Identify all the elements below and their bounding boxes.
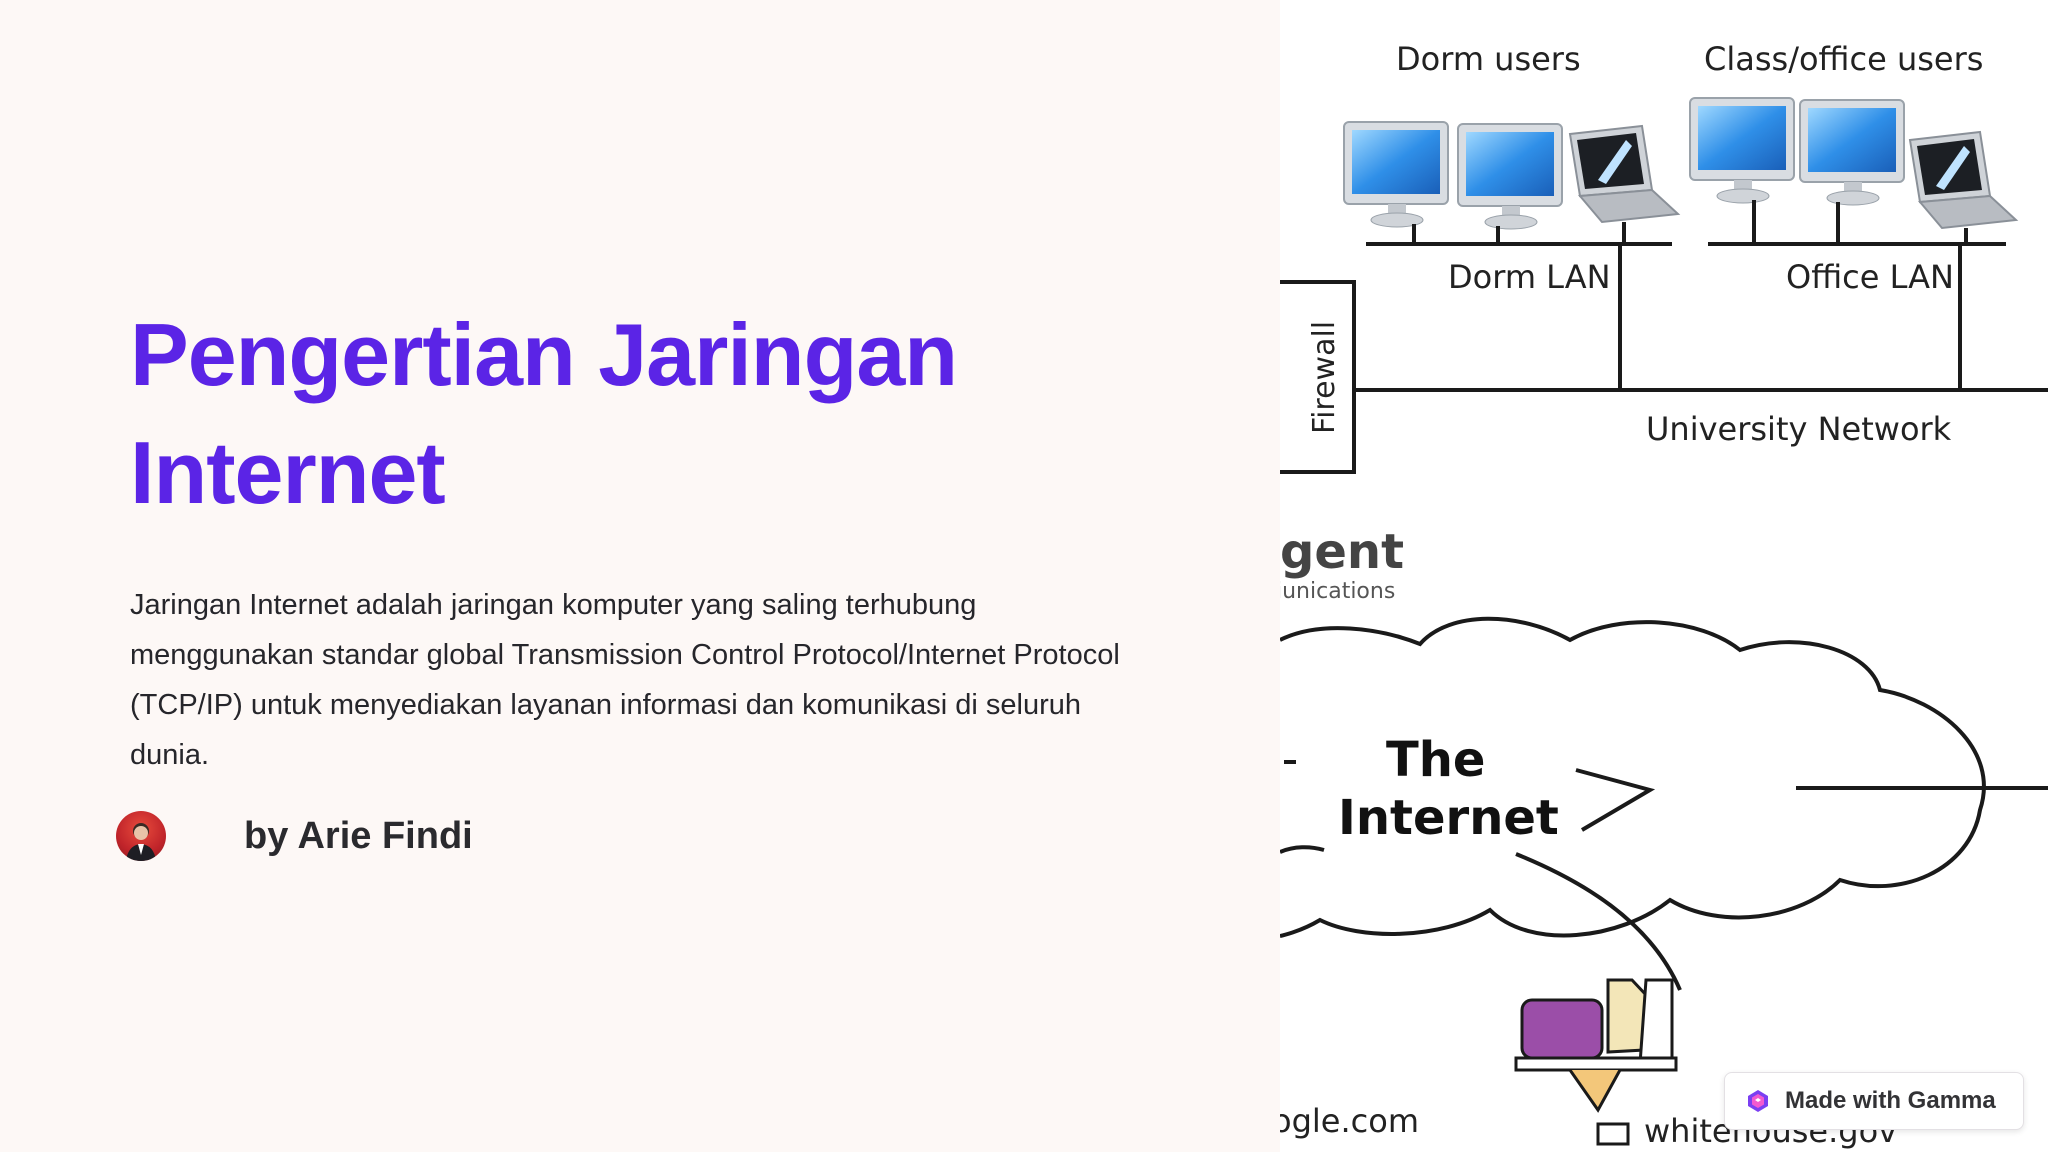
laptop-icon — [1568, 124, 1681, 224]
lan-lines — [1280, 200, 2048, 474]
office-lan-label: Office LAN — [1786, 258, 1954, 296]
slide-content: Pengertian Jaringan Internet Jaringan In… — [116, 305, 1120, 866]
desktop-computer-icon — [1689, 97, 1795, 204]
desktop-computer-icon — [1457, 123, 1563, 230]
made-with-gamma-badge[interactable]: Made with Gamma — [1724, 1072, 2024, 1130]
university-network-label: University Network — [1646, 410, 1952, 448]
author-block: by Arie Findi — [116, 806, 473, 866]
connection-lines — [1515, 768, 2048, 991]
agent-text-fragment: gent — [1280, 524, 1404, 580]
made-with-gamma-label: Made with Gamma — [1785, 1087, 1996, 1114]
avatar — [116, 811, 166, 861]
google-text-fragment: ogle.com — [1280, 1102, 1419, 1140]
page-title: Pengertian Jaringan Internet — [130, 305, 958, 522]
network-diagram-image: Dorm users Class/office users — [1280, 0, 2048, 1152]
internet-label: Internet — [1338, 790, 1559, 846]
firewall-label: Firewall — [1307, 321, 1342, 434]
slide-description: Jaringan Internet adalah jaringan komput… — [130, 589, 1120, 771]
desktop-computer-icon — [1343, 121, 1449, 228]
dorm-lan-label: Dorm LAN — [1448, 258, 1611, 296]
desktop-computer-icon — [1799, 99, 1905, 206]
communications-text-fragment: iunications — [1280, 579, 1395, 604]
dorm-users-label: Dorm users — [1396, 40, 1581, 78]
gamma-logo-icon — [1748, 1090, 1768, 1112]
the-label: The — [1386, 732, 1485, 788]
class-office-users-label: Class/office users — [1704, 40, 1983, 78]
author-name: by Arie Findi — [244, 814, 473, 857]
laptop-icon — [1908, 130, 2019, 230]
internet-cloud — [1280, 616, 1986, 938]
folder-tray-icon — [1514, 978, 1678, 1146]
